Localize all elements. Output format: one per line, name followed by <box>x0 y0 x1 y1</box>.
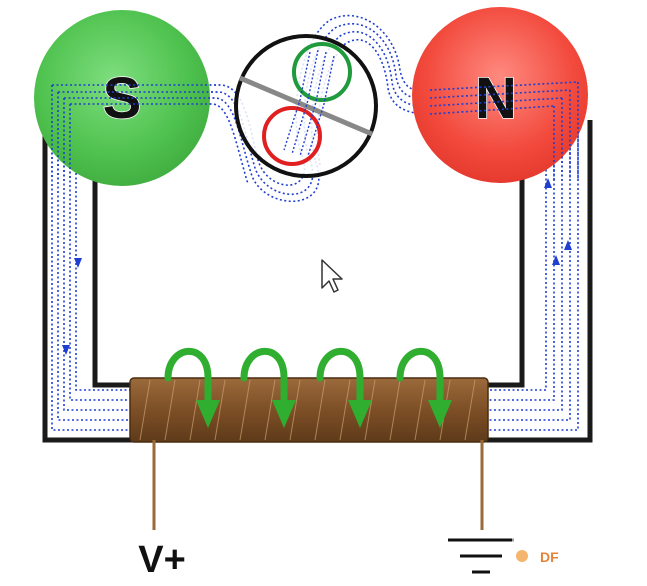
rotor <box>234 34 378 178</box>
ground-symbol <box>448 538 514 574</box>
coil-arrow-2 <box>240 347 296 428</box>
coil-arrow-4 <box>396 347 452 428</box>
rotor-green-magnet <box>292 42 352 102</box>
north-pole: N <box>412 7 588 183</box>
flux-lines-overlay <box>51 81 579 180</box>
mouse-cursor-icon <box>321 259 343 293</box>
coil-current-arrows <box>164 347 452 428</box>
coil-arrow-1 <box>164 347 220 428</box>
coil <box>129 377 489 443</box>
south-pole: S <box>34 10 210 186</box>
watermark: DF <box>512 525 642 580</box>
watermark-logo-icon <box>516 550 528 562</box>
coil-arrow-3 <box>316 347 372 428</box>
coil-leads <box>152 440 484 530</box>
positive-terminal-label: V+ <box>138 539 186 581</box>
rotor-red-magnet <box>262 106 322 166</box>
south-pole-label: S <box>103 66 142 131</box>
north-pole-label: N <box>475 66 517 131</box>
watermark-text: DF <box>540 549 559 565</box>
